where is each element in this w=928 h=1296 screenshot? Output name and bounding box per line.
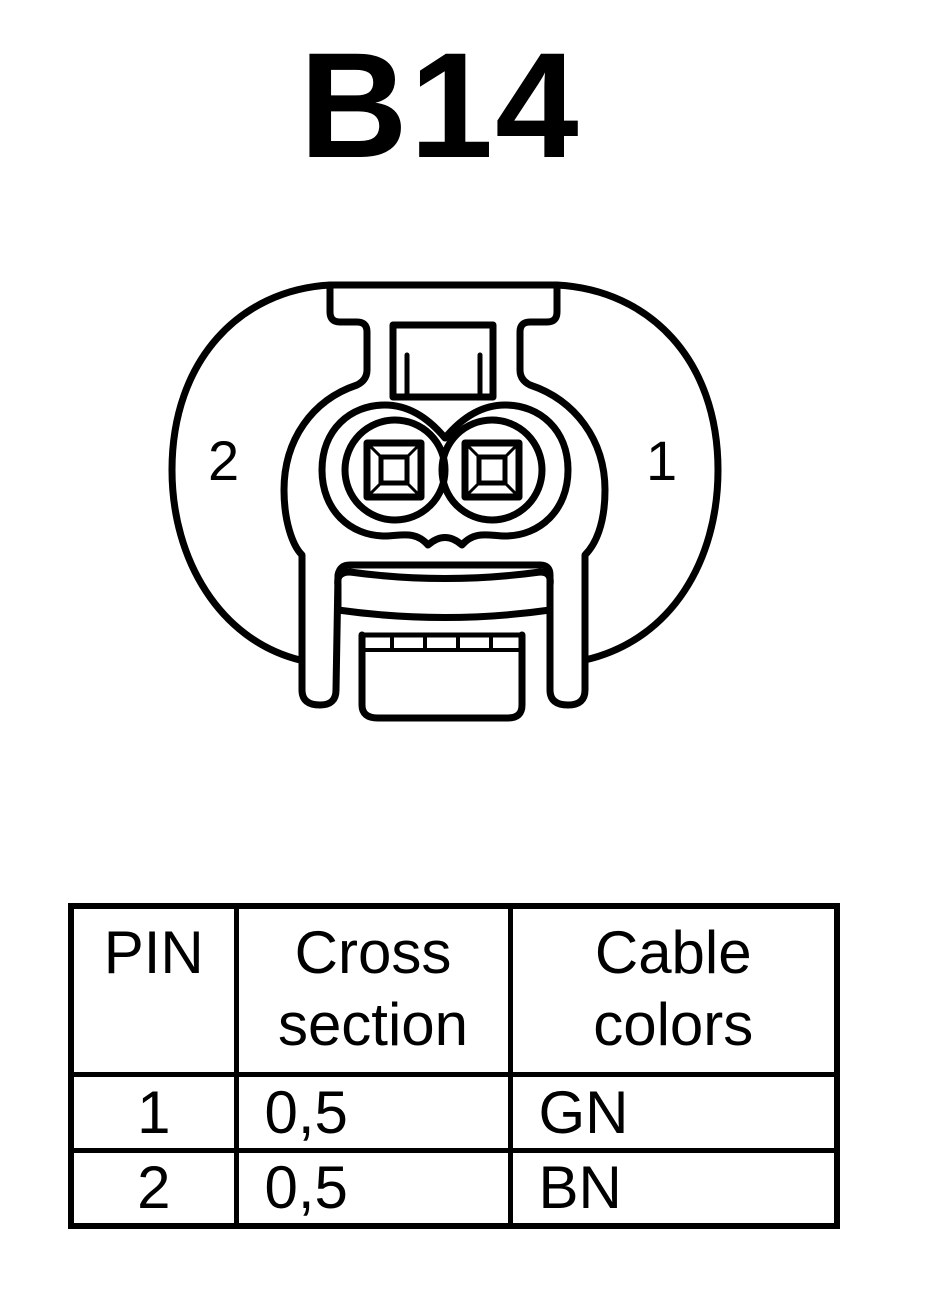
cell-cross-section: 0,5 (233, 1071, 513, 1153)
pin-label-1: 1 (646, 429, 677, 492)
connector-diagram: 2 1 (168, 281, 722, 722)
cell-cross-section: 0,5 (233, 1147, 513, 1229)
header-pin: PIN (68, 903, 239, 1077)
cell-cable-color: BN (507, 1147, 840, 1229)
cell-pin: 2 (68, 1147, 239, 1229)
connector-housing-outline (168, 281, 722, 664)
pin-label-2: 2 (208, 429, 239, 492)
table-row: 1 0,5 GN (68, 1071, 840, 1153)
connector-title: B14 (299, 21, 581, 189)
pin-cavity-2 (341, 416, 449, 524)
pin-terminal-1 (461, 439, 523, 501)
latch-rectangle (389, 321, 497, 401)
bottom-tab (358, 631, 526, 722)
lower-arch (334, 568, 554, 621)
table-row: 2 0,5 BN (68, 1147, 840, 1229)
cell-pin: 1 (68, 1071, 239, 1153)
pin-cavity-1 (438, 416, 546, 524)
connector-latch-outline (280, 281, 609, 709)
socket-outline (318, 401, 572, 549)
pin-terminal-2 (363, 439, 425, 501)
cell-cable-color: GN (507, 1071, 840, 1153)
